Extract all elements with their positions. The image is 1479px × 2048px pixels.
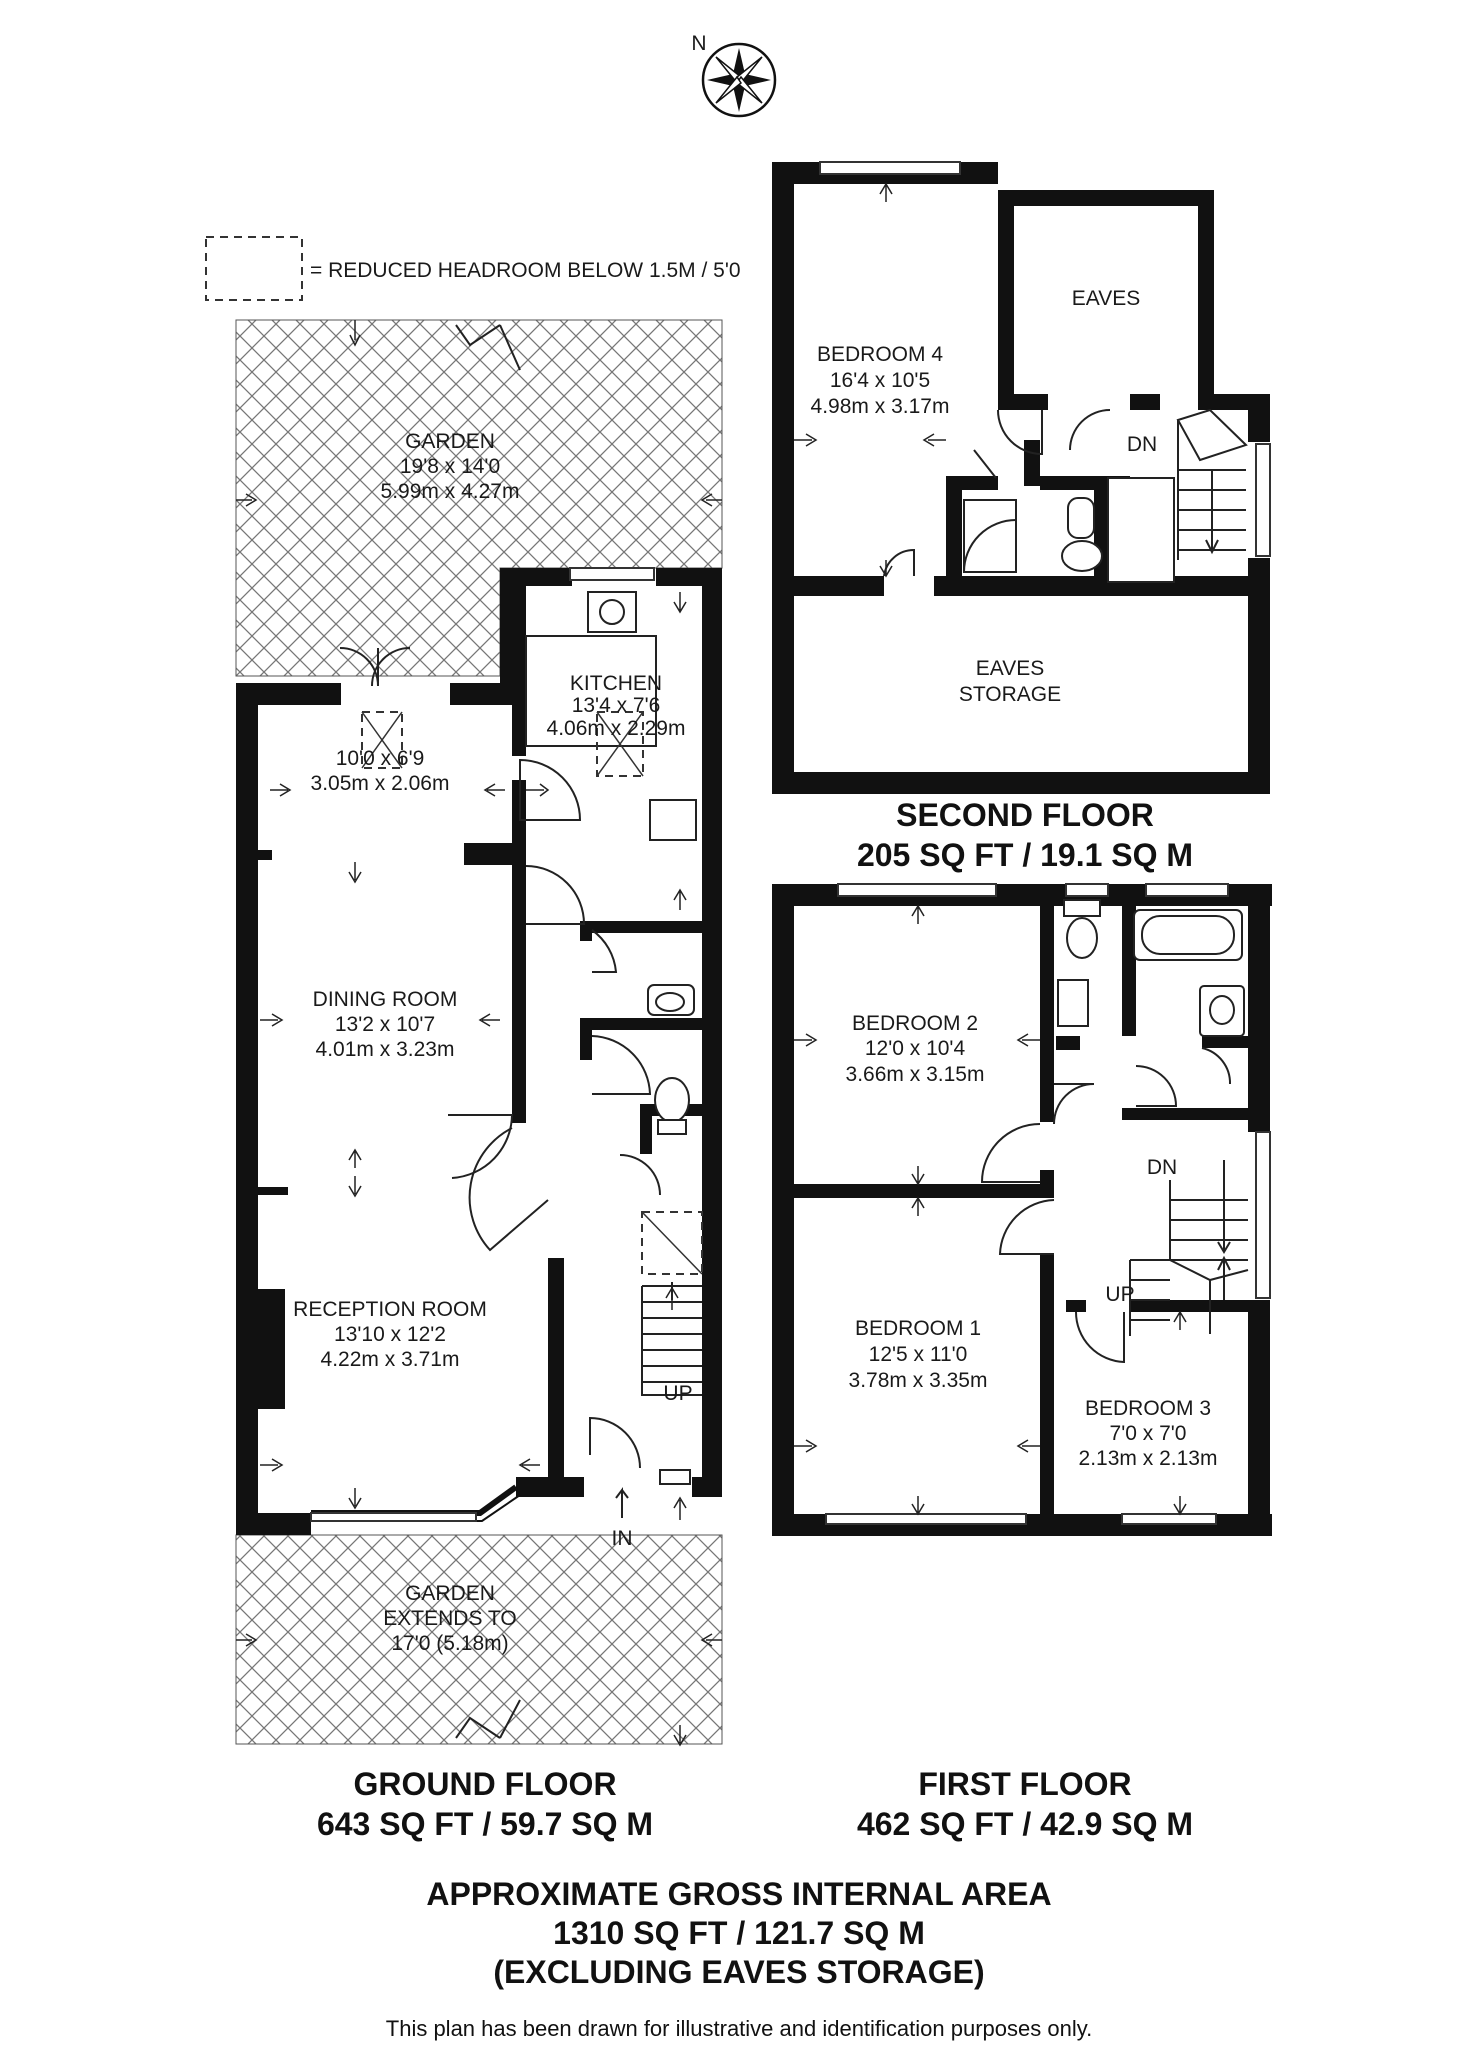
ground-stairs-up-label: UP <box>663 1382 692 1405</box>
eaves-storage-line2: STORAGE <box>959 683 1061 706</box>
kitchen-imperial: 13'4 x 7'6 <box>572 694 661 717</box>
reception-room-name: RECEPTION ROOM <box>293 1298 487 1321</box>
bedroom-4-imperial: 16'4 x 10'5 <box>830 369 930 392</box>
dining-room-name: DINING ROOM <box>313 988 458 1011</box>
second-floor-plan: BEDROOM 4 16'4 x 10'5 4.98m x 3.17m EAVE… <box>772 161 1271 873</box>
rear-garden-metric: 5.99m x 4.27m <box>381 480 520 503</box>
front-garden-line3: 17'0 (5.18m) <box>391 1632 508 1655</box>
ground-floor-stairs <box>641 1211 703 1396</box>
bedroom-3-imperial: 7'0 x 7'0 <box>1110 1422 1187 1445</box>
bedroom-2-imperial: 12'0 x 10'4 <box>865 1037 966 1060</box>
total-area-note: (EXCLUDING EAVES STORAGE) <box>493 1954 984 1990</box>
bedroom-1-name: BEDROOM 1 <box>855 1317 981 1340</box>
bedroom-3-metric: 2.13m x 2.13m <box>1079 1447 1218 1470</box>
kitchen-metric: 4.06m x 2.29m <box>547 717 686 740</box>
front-garden-line2: EXTENDS TO <box>383 1607 516 1630</box>
reception-room-imperial: 13'10 x 12'2 <box>334 1323 446 1346</box>
first-floor-stairs-down-label: DN <box>1147 1156 1177 1179</box>
reception-room-metric: 4.22m x 3.71m <box>321 1348 460 1371</box>
second-floor-area: 205 SQ FT / 19.1 SQ M <box>857 837 1193 873</box>
compass-rose-icon <box>701 42 777 118</box>
dining-room-metric: 4.01m x 3.23m <box>316 1038 455 1061</box>
eaves-storage-line1: EAVES <box>976 657 1044 680</box>
bedroom-2-metric: 3.66m x 3.15m <box>846 1063 985 1086</box>
eaves-label: EAVES <box>1072 287 1140 310</box>
second-floor-stairs-down-label: DN <box>1127 433 1157 456</box>
north-label: N <box>691 32 706 55</box>
entrance-label: IN <box>612 1527 633 1550</box>
disclaimer-text: This plan has been drawn for illustrativ… <box>386 2016 1092 2041</box>
front-garden-line1: GARDEN <box>405 1582 495 1605</box>
front-garden-area <box>235 1534 723 1745</box>
bedroom-1-imperial: 12'5 x 11'0 <box>869 1343 968 1366</box>
first-floor-area: 462 SQ FT / 42.9 SQ M <box>857 1806 1193 1842</box>
legend-text: = REDUCED HEADROOM BELOW 1.5M / 5'0 <box>310 259 741 282</box>
first-floor-stairs <box>1129 1160 1249 1336</box>
total-area-value: 1310 SQ FT / 121.7 SQ M <box>553 1915 925 1951</box>
second-floor-stairs <box>1176 408 1248 560</box>
first-floor-title: FIRST FLOOR <box>918 1766 1131 1802</box>
conservatory-metric: 3.05m x 2.06m <box>311 772 450 795</box>
total-area-heading: APPROXIMATE GROSS INTERNAL AREA <box>426 1876 1051 1912</box>
bedroom-4-name: BEDROOM 4 <box>817 343 943 366</box>
kitchen-name: KITCHEN <box>570 672 662 695</box>
bedroom-2-name: BEDROOM 2 <box>852 1012 978 1035</box>
rear-garden-imperial: 19'8 x 14'0 <box>400 455 500 478</box>
second-floor-title: SECOND FLOOR <box>896 797 1154 833</box>
bedroom-3-name: BEDROOM 3 <box>1085 1397 1211 1420</box>
bedroom-1-metric: 3.78m x 3.35m <box>849 1369 988 1392</box>
ground-floor-title: GROUND FLOOR <box>353 1766 616 1802</box>
bedroom-4-metric: 4.98m x 3.17m <box>811 395 950 418</box>
rear-garden-name: GARDEN <box>405 430 495 453</box>
first-floor-stairs-up-label: UP <box>1105 1283 1134 1306</box>
dining-room-imperial: 13'2 x 10'7 <box>335 1013 435 1036</box>
ground-floor-area: 643 SQ FT / 59.7 SQ M <box>317 1806 653 1842</box>
conservatory-imperial: 10'0 x 6'9 <box>336 747 425 770</box>
ground-floor-plan: GARDEN 19'8 x 14'0 5.99m x 4.27m KITCHEN… <box>235 319 723 1842</box>
first-floor-plan: BEDROOM 2 12'0 x 10'4 3.66m x 3.15m BEDR… <box>772 883 1272 1842</box>
reduced-headroom-legend-swatch <box>205 236 303 301</box>
